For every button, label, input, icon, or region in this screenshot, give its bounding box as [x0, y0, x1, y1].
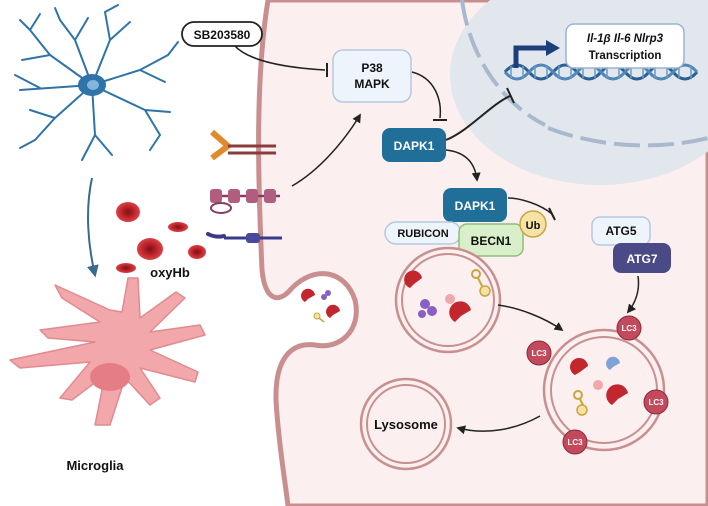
transcription-label: Transcription — [589, 50, 662, 62]
inhibit-p38-to-dapk1 — [411, 71, 442, 119]
dapk1-box-top: DAPK1 — [382, 128, 446, 162]
lc3-badge-4: LC3 — [562, 429, 588, 455]
atg7-label: ATG7 — [626, 252, 657, 266]
activation-arrow — [86, 177, 99, 278]
microglia-cell — [9, 277, 206, 426]
dapk1-top-label: DAPK1 — [394, 139, 435, 153]
svg-text:LC3: LC3 — [531, 349, 547, 358]
sb203580-box: SB203580 — [181, 21, 263, 47]
rbc-5 — [188, 245, 206, 259]
atg5-label: ATG5 — [605, 224, 636, 238]
svg-text:LC3: LC3 — [621, 324, 637, 333]
autophagosome — [542, 328, 666, 452]
rubicon-label: RUBICON — [397, 228, 448, 240]
oxyhb-label: oxyHb — [150, 265, 190, 280]
svg-text:LC3: LC3 — [648, 398, 664, 407]
receptor-antibody-icon — [210, 129, 276, 161]
rbc-4 — [116, 263, 136, 273]
mapk-label: MAPK — [354, 77, 390, 91]
lc3-badge-1: LC3 — [616, 315, 642, 341]
rubicon-box: RUBICON — [384, 221, 462, 245]
oxyhb-rbc-group — [116, 202, 206, 273]
endocytic-vesicle — [301, 288, 340, 323]
arrow-vesicle-to-autophagosome — [497, 304, 564, 332]
atg7-box: ATG7 — [613, 243, 671, 273]
microglia-nucleus — [90, 363, 130, 391]
dapk1-box-complex: DAPK1 — [443, 188, 507, 222]
svg-text:LC3: LC3 — [567, 438, 583, 447]
rbc-2 — [168, 222, 188, 232]
arrow-autophagosome-to-lysosome — [456, 415, 541, 435]
becn1-box: BECN1 — [458, 223, 524, 257]
atg5-box: ATG5 — [591, 216, 651, 246]
sb203580-label: SB203580 — [194, 28, 251, 42]
p38-mapk-box: P38 MAPK — [332, 49, 412, 103]
inhibit-dapk1-to-transcription — [445, 95, 511, 141]
inhibit-complex-to-ub — [507, 197, 553, 215]
transcription-box: Il-1β Il-6 Nlrp3 Transcription — [565, 23, 685, 69]
arrow-dapk1-to-complex — [445, 149, 481, 182]
lc3-badge-2: LC3 — [526, 340, 552, 366]
ub-badge: Ub — [519, 210, 547, 238]
transcription-start-arrow — [513, 45, 548, 68]
phagophore-vesicle — [394, 246, 502, 354]
becn1-label: BECN1 — [471, 234, 512, 248]
arrow-atg-to-autophagosome — [626, 275, 640, 314]
arrow-receptor-to-p38 — [291, 113, 361, 187]
receptor-tlr-icon — [206, 232, 282, 243]
dapk1-complex-label: DAPK1 — [455, 199, 496, 213]
lysosome: Lysosome — [359, 377, 453, 471]
rbc-1 — [116, 202, 140, 222]
inhibit-sb-to-p38 — [234, 45, 326, 71]
microglia-label: Microglia — [66, 458, 124, 473]
lysosome-label: Lysosome — [374, 417, 438, 432]
rbc-3 — [137, 238, 163, 260]
transcription-genes-label: Il-1β Il-6 Nlrp3 — [587, 33, 664, 45]
lc3-badge-3: LC3 — [643, 389, 669, 415]
receptor-domains-icon — [210, 189, 280, 214]
p38-label: P38 — [361, 61, 383, 75]
ub-label: Ub — [526, 220, 541, 232]
